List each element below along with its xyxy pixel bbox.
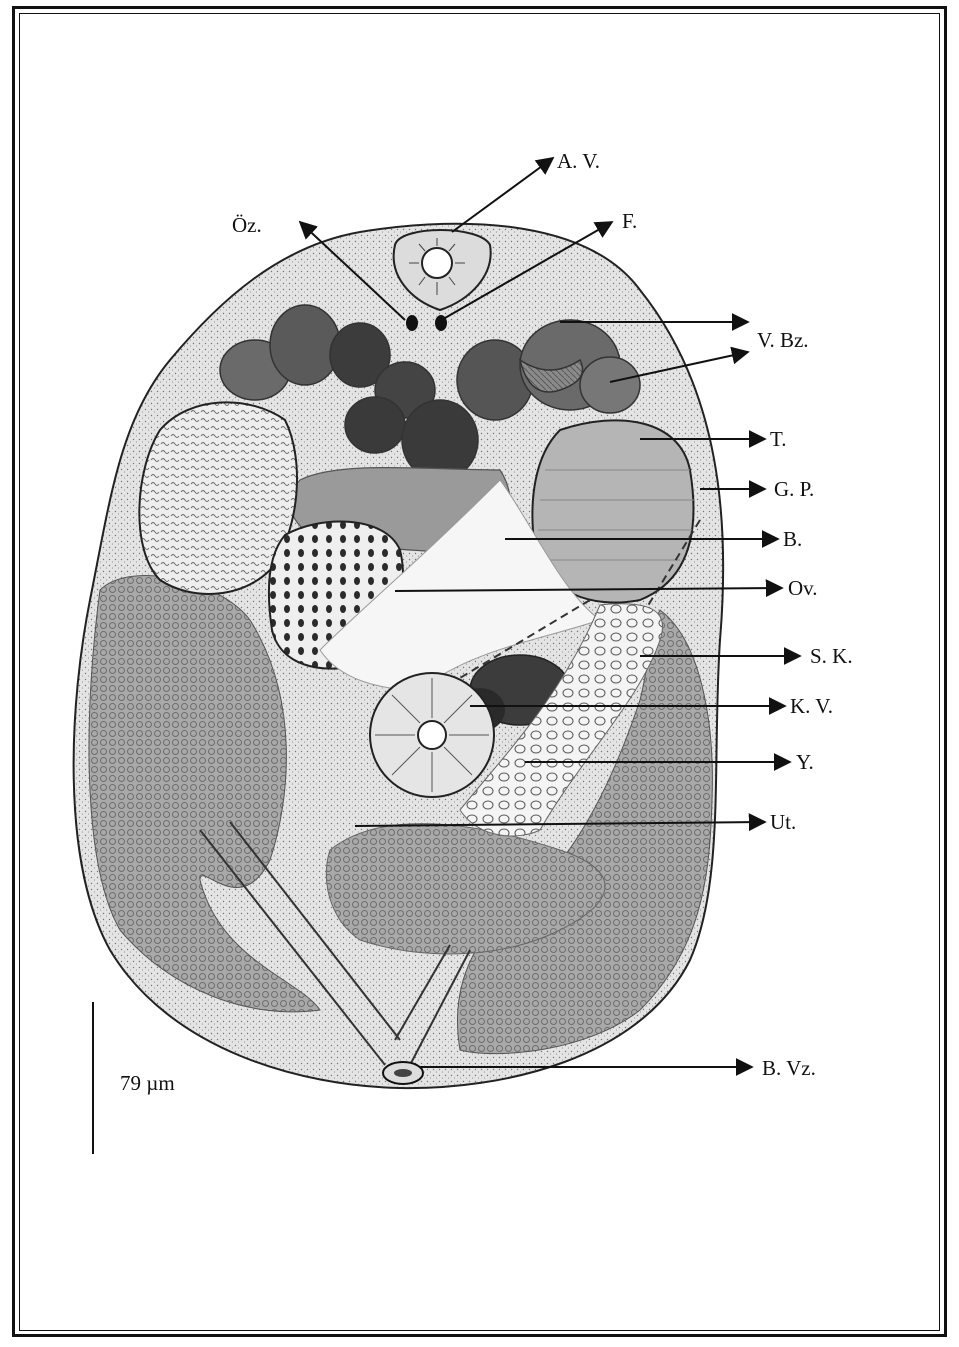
label-testis: T. bbox=[770, 427, 787, 451]
label-bursa: B. bbox=[783, 527, 802, 551]
label-egg: Y. bbox=[796, 750, 814, 774]
label-seminal-canal: S. K. bbox=[810, 644, 853, 668]
label-oesophagus: Öz. bbox=[232, 213, 262, 237]
pharynx bbox=[406, 315, 418, 331]
label-genital-pore: G. P. bbox=[774, 477, 814, 501]
label-vitelline-reservoir: V. Bz. bbox=[757, 328, 809, 352]
label-ventral-sucker: K. V. bbox=[790, 694, 833, 718]
label-excretory-pore: B. Vz. bbox=[762, 1056, 816, 1080]
label-ovary: Ov. bbox=[788, 576, 818, 600]
label-anterior-sucker: A. V. bbox=[557, 149, 600, 173]
label-pharynx: F. bbox=[622, 209, 637, 233]
label-uterus: Ut. bbox=[770, 810, 796, 834]
scale-bar-label: 79 µm bbox=[120, 1071, 175, 1095]
